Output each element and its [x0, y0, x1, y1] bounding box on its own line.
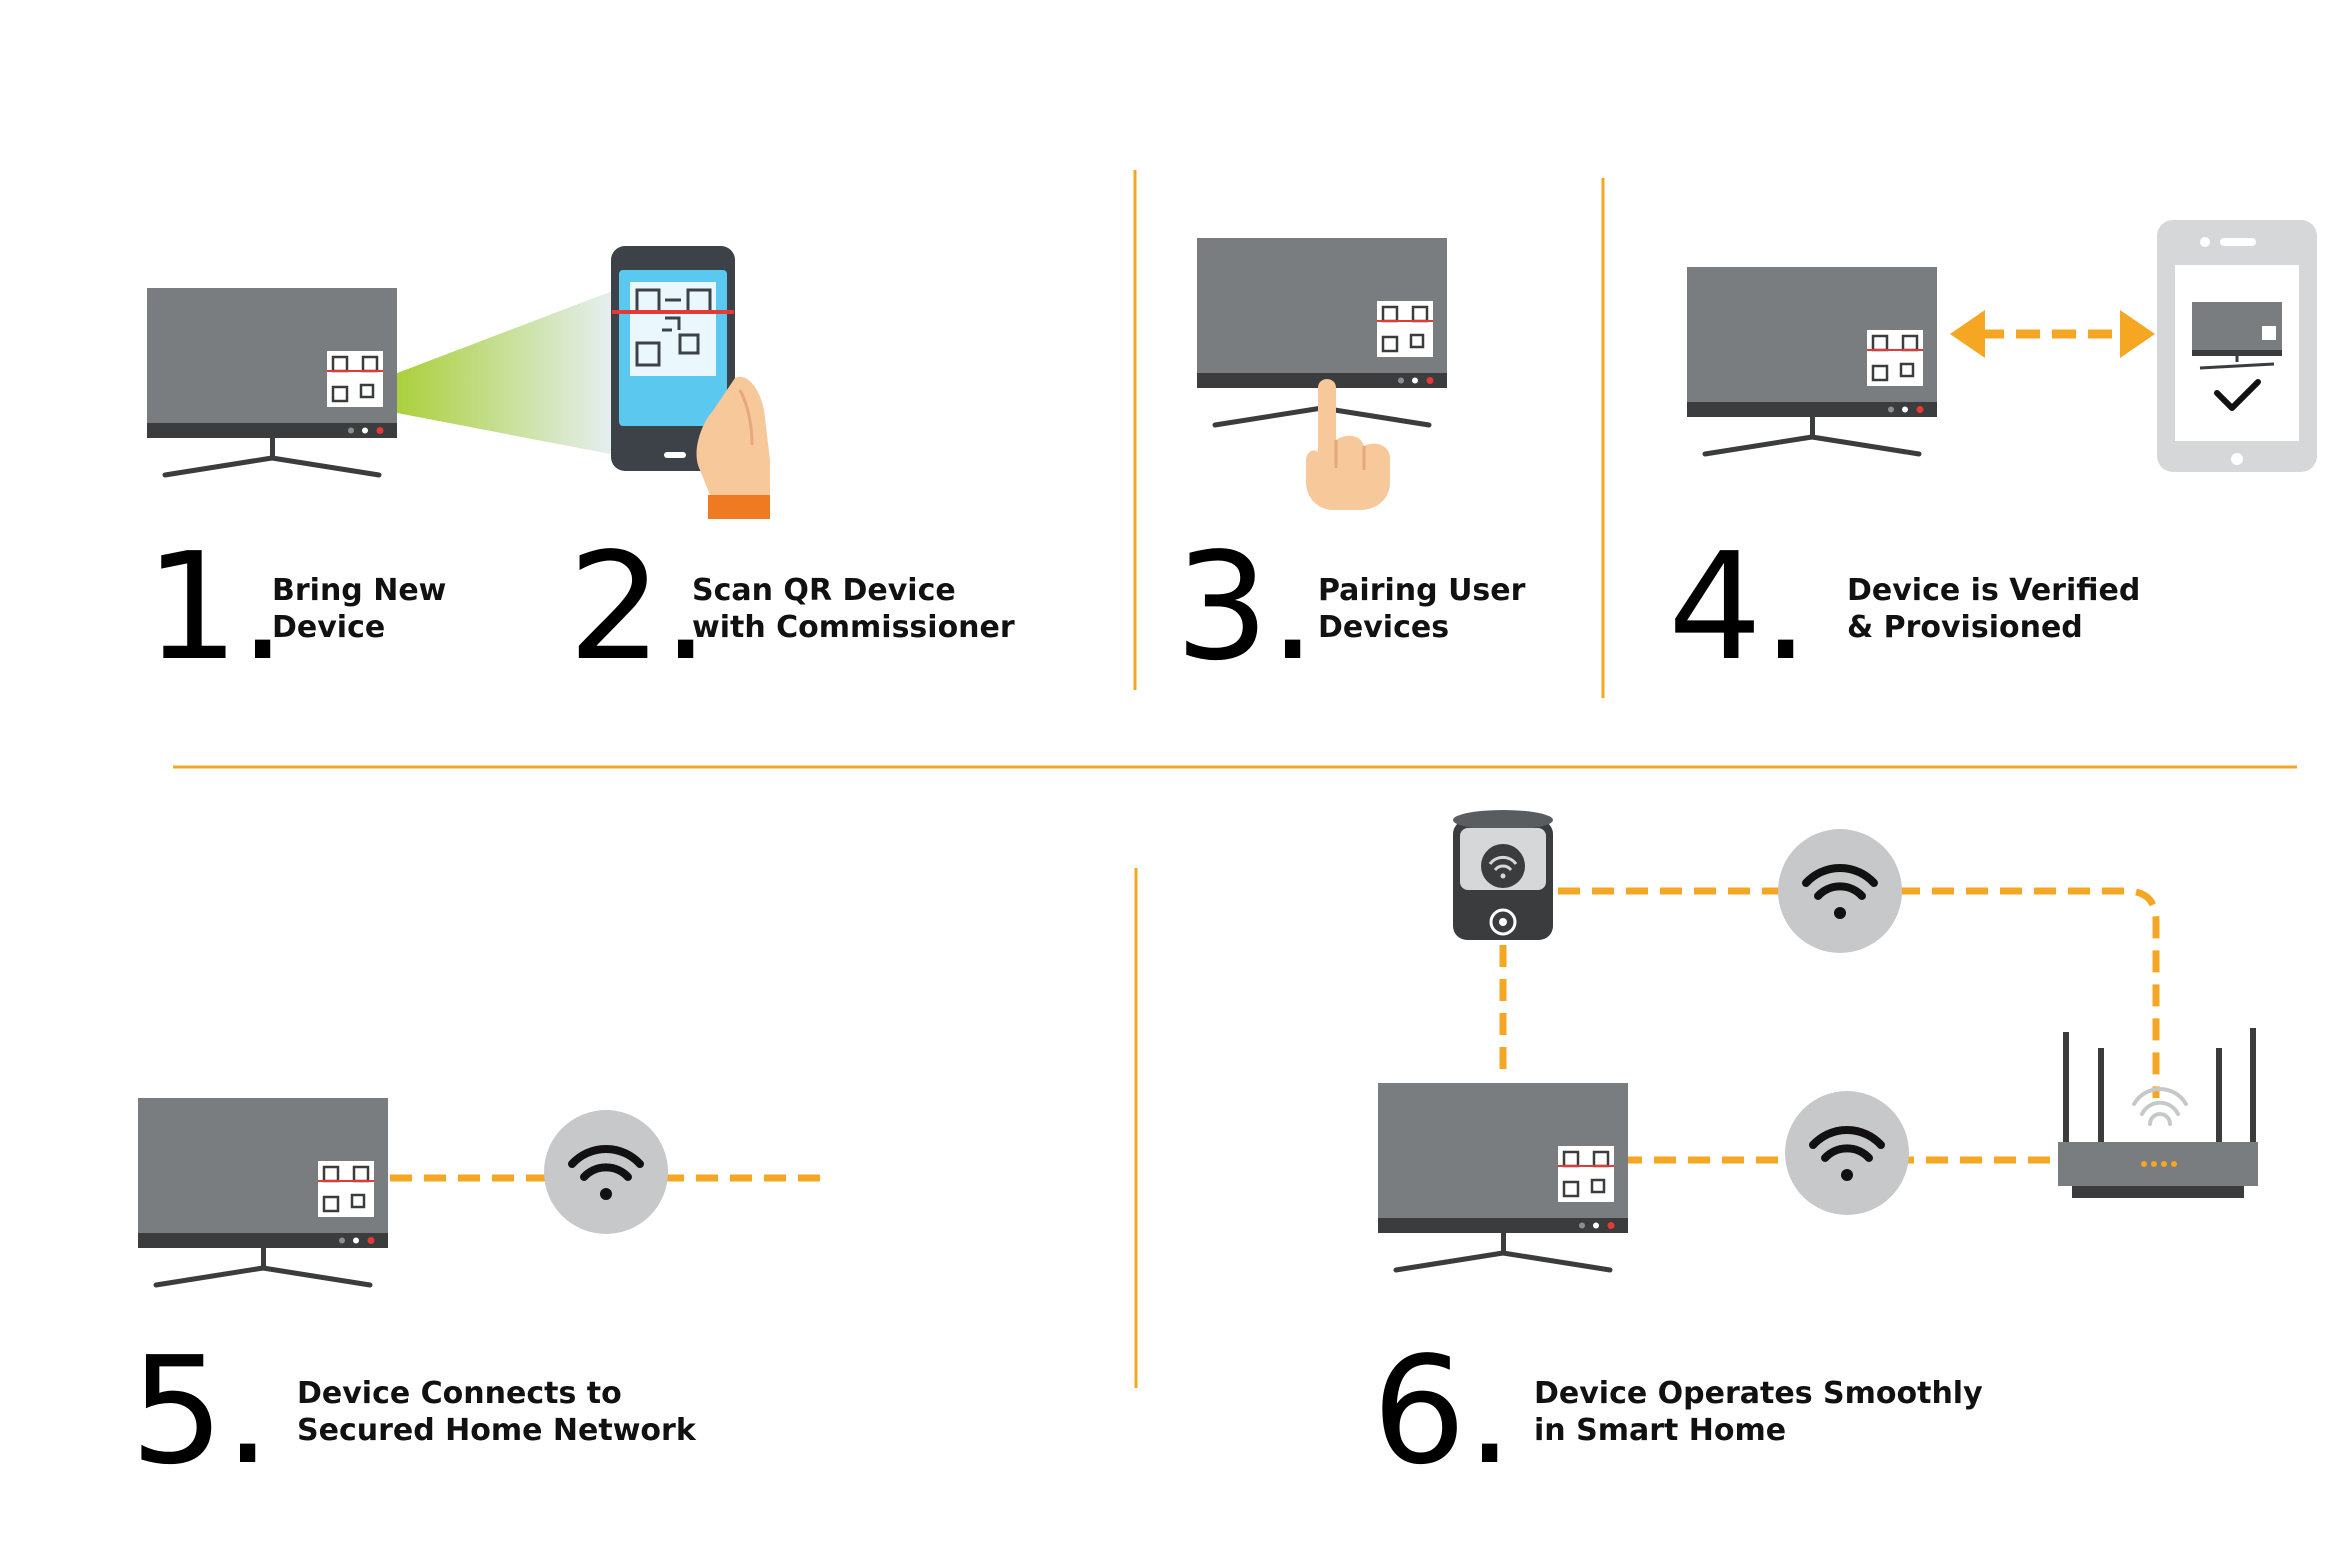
step-5-number: 5.: [130, 1325, 271, 1497]
step-3-number: 3.: [1175, 521, 1316, 693]
step-2-label-line2: with Commissioner: [692, 610, 1015, 645]
step-4-label-line1: Device is Verified: [1847, 573, 2140, 608]
step-3-label-line1: Pairing User: [1318, 573, 1526, 608]
monitor-icon: [1378, 1083, 1628, 1270]
step-3-label-line2: Devices: [1318, 610, 1449, 645]
step-5-label-line1: Device Connects to: [297, 1376, 622, 1411]
checkmark-icon: [2214, 379, 2261, 411]
step-6-label-line2: in Smart Home: [1534, 1413, 1786, 1448]
tablet-icon: [2157, 220, 2317, 472]
step-4-number: 4.: [1668, 521, 1809, 693]
step-2-label-line1: Scan QR Device: [692, 573, 956, 608]
wifi-icon: [1785, 1091, 1909, 1215]
monitor-icon: [138, 1098, 388, 1285]
hand-icon: [696, 376, 770, 519]
step-1-label-line1: Bring New: [272, 573, 446, 608]
monitor-icon: [1687, 267, 1937, 454]
scan-beam: [392, 290, 615, 455]
smartphone-icon: [611, 246, 735, 471]
step-1-number: 1.: [145, 521, 286, 693]
router-icon: [2058, 1028, 2258, 1198]
wifi-icon: [544, 1110, 668, 1234]
smart-camera-icon: [1453, 810, 1553, 940]
step-6-number: 6.: [1372, 1325, 1513, 1497]
step-5-label-line2: Secured Home Network: [297, 1413, 697, 1448]
double-arrow-icon: [1950, 310, 2155, 358]
step-4-label-line2: & Provisioned: [1847, 610, 2083, 645]
pointer-hand-icon: [1306, 379, 1390, 510]
wifi-icon: [1778, 829, 1902, 953]
monitor-icon: [147, 288, 397, 475]
step-1-label-line2: Device: [272, 610, 385, 645]
step-6-label-line1: Device Operates Smoothly: [1534, 1376, 1983, 1411]
step-2-number: 2.: [568, 521, 709, 693]
